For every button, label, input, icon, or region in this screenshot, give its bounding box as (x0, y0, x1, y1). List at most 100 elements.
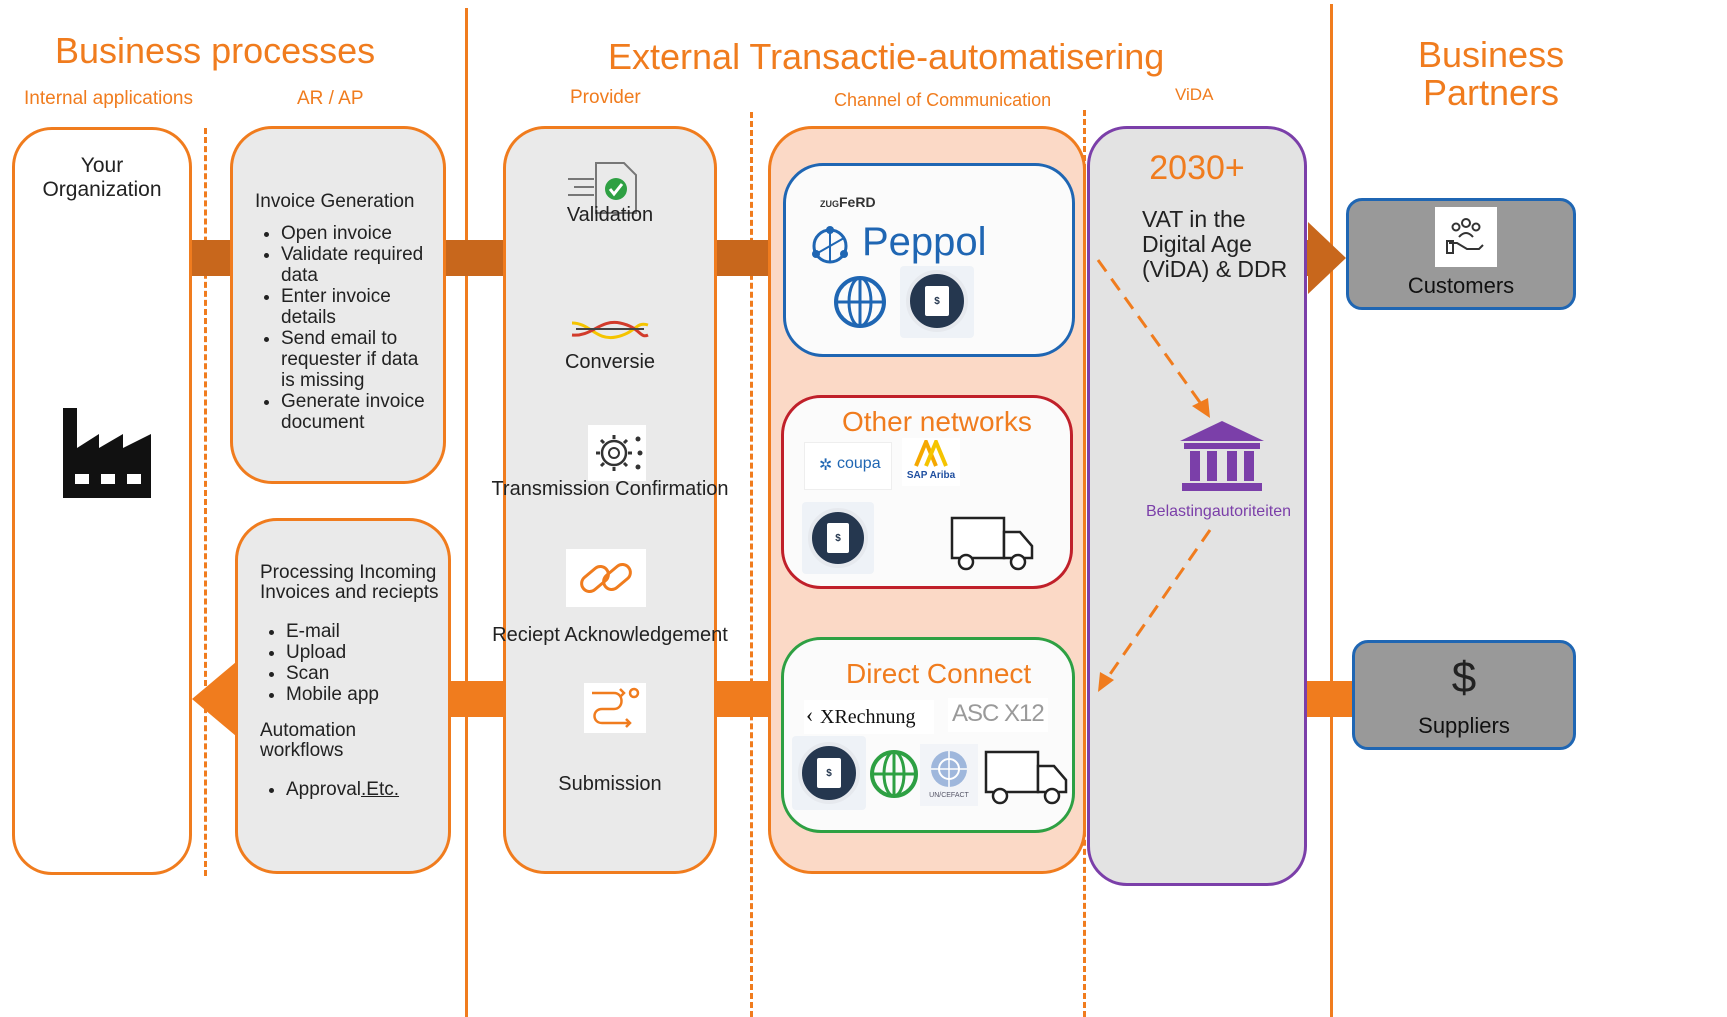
list-item: Enter invoice details (281, 286, 435, 328)
etc-link[interactable]: .Etc. (361, 779, 400, 800)
invoice-icon: $ (906, 270, 968, 332)
uncefact-text: UN/CEFACT (929, 792, 969, 799)
invoice-icon: $ (798, 742, 860, 804)
list-item: Scan (286, 663, 440, 684)
arrow-to-customers (1308, 222, 1346, 294)
sap-ariba-text: SAP Ariba (906, 470, 956, 481)
green-globe-icon (870, 750, 918, 798)
flow-bar-top-org (192, 240, 232, 276)
partners-title-line2: Partners (1423, 72, 1560, 113)
transmission-confirmation-icon (588, 425, 646, 481)
invoice-icon: $ (808, 508, 868, 568)
organization-panel: Your Organization (12, 127, 192, 875)
list-item: Open invoice (281, 223, 435, 244)
list-item: Send email to requester if data is missi… (281, 328, 435, 391)
vida-year: 2030+ (1149, 149, 1245, 187)
flow-bar-top-ar (446, 240, 504, 276)
list-item: E-mail (286, 621, 440, 642)
vida-panel: 2030+ VAT in the Digital Age (ViDA) & DD… (1087, 126, 1307, 886)
zugferd-logo: ZUGFeRD (820, 194, 876, 210)
vida-description: VAT in the Digital Age (ViDA) & DDR (1142, 207, 1287, 282)
arrow-head-down (1192, 398, 1210, 418)
flow-bar-bottom-provider (716, 681, 770, 717)
peppol-icon (812, 226, 848, 264)
suppliers-box: $ Suppliers (1352, 640, 1576, 750)
external-automation-title: External Transactie-automatisering (608, 36, 1165, 77)
list-item: Mobile app (286, 684, 440, 705)
flow-bar-bottom-suppliers (1306, 681, 1354, 717)
list-item: Upload (286, 642, 440, 663)
list-item: Approval.Etc. (286, 779, 440, 800)
sap-ariba-logo: SAP Ariba (902, 438, 960, 486)
vida-line3: (ViDA) & DDR (1142, 256, 1288, 282)
xrechnung-logo: ‹ XRechnung (804, 700, 934, 734)
arrow-to-organization (192, 662, 236, 736)
suppliers-label: Suppliers (1418, 713, 1510, 738)
zugferd-big: FeRD (839, 194, 876, 210)
ascx12-logo: ASC X12 (948, 698, 1048, 732)
provider-panel: Validation Conversie Transmission Confir… (491, 126, 729, 874)
peppol-wordmark: Peppol (862, 220, 987, 264)
vida-label: ViDA (1175, 85, 1214, 104)
transmission-confirmation-label: Transmission Confirmation (491, 478, 729, 500)
channel-label: Channel of Communication (834, 90, 1052, 110)
other-networks-title: Other networks (842, 406, 1032, 437)
dollar-icon: $ (1451, 653, 1477, 702)
processing-incoming-title: Processing Incoming Invoices and reciept… (260, 562, 439, 603)
invoice-generation-title: Invoice Generation (255, 191, 415, 212)
direct-connect-title: Direct Connect (846, 658, 1032, 689)
processing-incoming-panel: Processing Incoming Invoices and reciept… (235, 518, 451, 874)
provider-label: Provider (570, 87, 641, 108)
xrechnung-text: XRechnung (820, 706, 916, 728)
flow-bar-bottom-ap (450, 681, 504, 717)
internal-applications-label: Internal applications (24, 88, 193, 109)
approval-text: Approval (286, 779, 361, 800)
uncefact-logo: UN/CEFACT (920, 744, 978, 806)
divider-internal-arap (204, 128, 207, 876)
coupa-logo: ✲ coupa (804, 442, 892, 490)
organization-line1: Your (80, 154, 124, 177)
other-networks-box: Other networks ✲ coupa SAP Ariba $ (781, 395, 1073, 589)
vida-line1: VAT in the (1142, 206, 1246, 232)
tax-authorities-label: Belastingautoriteiten (1146, 503, 1291, 520)
flow-bar-top-provider (716, 240, 770, 276)
conversion-icon (571, 320, 649, 340)
customers-box: Customers (1346, 198, 1576, 310)
peppol-network-box: ZUGFeRD Peppol $ (783, 163, 1075, 357)
conversion-label: Conversie (564, 351, 656, 373)
submission-icon (584, 683, 646, 733)
receipt-link-icon (566, 549, 646, 607)
truck-icon (984, 750, 1068, 805)
coupa-text: coupa (837, 455, 881, 472)
organization-line2: Organization (42, 178, 162, 201)
vida-dashed-arrows (1096, 259, 1212, 692)
list-item: Validate required data (281, 244, 435, 286)
approval-list: Approval.Etc. (260, 779, 440, 800)
validation-icon (568, 162, 637, 214)
ar-ap-label: AR / AP (297, 88, 364, 109)
separator-business (465, 8, 468, 1017)
government-building-icon (1180, 421, 1264, 491)
partners-title-line1: Business (1418, 34, 1565, 75)
zugferd-small: ZUG (820, 199, 839, 209)
separator-partners (1330, 4, 1333, 1017)
validation-label: Validation (566, 204, 654, 226)
ascx12-text: ASC X12 (952, 700, 1045, 727)
truck-icon (950, 516, 1034, 571)
invoice-generation-panel: Invoice Generation Open invoice Validate… (230, 126, 446, 484)
customers-icon-tile (1435, 207, 1497, 267)
customers-label: Customers (1407, 273, 1515, 298)
invoice-generation-list: Open invoice Validate required data Ente… (255, 223, 435, 433)
channel-panel: ZUGFeRD Peppol $ Other networks ✲ coupa (768, 126, 1086, 874)
business-processes-title: Business processes (55, 30, 376, 71)
arrow-head-left (1098, 672, 1114, 692)
organization-label: Your Organization (15, 154, 189, 202)
business-partners-title: Business Partners (1418, 36, 1564, 112)
customers-icon (1446, 218, 1484, 254)
intake-channel-list: E-mail Upload Scan Mobile app (260, 621, 440, 705)
list-item: Generate invoice document (281, 391, 435, 433)
factory-icon (63, 408, 151, 498)
vida-line2: Digital Age (1142, 231, 1252, 257)
direct-connect-box: Direct Connect ‹ XRechnung ASC X12 $ UN/… (781, 637, 1075, 833)
receipt-acknowledgement-label: Reciept Acknowledgement (492, 624, 728, 646)
